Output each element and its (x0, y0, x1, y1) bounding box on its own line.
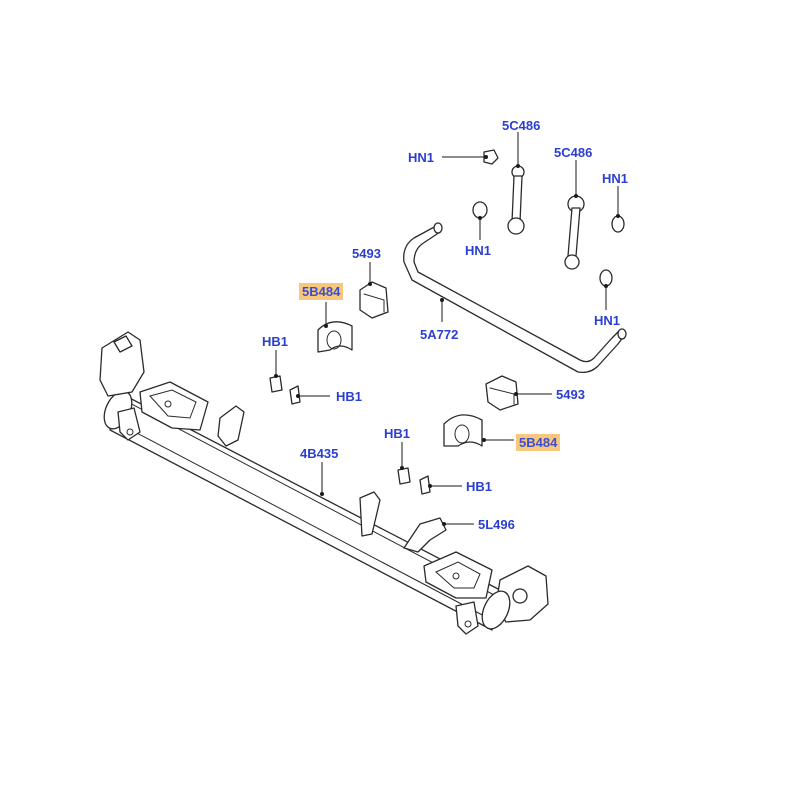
label-hn1-top: HN1 (408, 150, 435, 165)
bolt-HB1-left-top (269, 375, 283, 393)
nut-HN1-top (483, 149, 499, 165)
bushing-5B484-upper (317, 321, 353, 353)
label-5493-upper: 5493 (352, 246, 381, 261)
label-hb1-mid-side: HB1 (466, 479, 493, 494)
nut-HN1-mid (472, 201, 488, 219)
leader-lines (274, 132, 620, 526)
bracket-5493-upper (359, 281, 389, 319)
stabilizer-bar-5A772 (403, 222, 627, 374)
strap-5L496 (403, 517, 447, 553)
link-5C486-right (564, 195, 585, 270)
label-5c486-b: 5C486 (554, 145, 593, 160)
label-hb1-left-side: HB1 (336, 389, 363, 404)
label-5b484-upper: 5B484 (299, 283, 344, 300)
crossmember-4B435 (99, 331, 549, 635)
label-hn1-lower: HN1 (594, 313, 621, 328)
link-5C486-left (507, 165, 525, 235)
bolt-HB1-mid-side (419, 475, 431, 495)
label-hb1-left-top: HB1 (262, 334, 289, 349)
label-5c486-a: 5C486 (502, 118, 541, 133)
nut-HN1-lower (599, 269, 613, 287)
bolt-HB1-mid-top (397, 467, 411, 485)
nut-HN1-right (611, 215, 625, 233)
label-5493-lower: 5493 (556, 387, 585, 402)
label-hn1-right: HN1 (602, 171, 629, 186)
bracket-5493-lower (485, 375, 519, 411)
bolt-HB1-left-side (289, 385, 301, 405)
bushing-5B484-lower (443, 414, 483, 447)
label-hn1-mid: HN1 (465, 243, 492, 258)
label-5a772: 5A772 (420, 327, 459, 342)
label-4b435: 4B435 (300, 446, 339, 461)
label-hb1-mid-top: HB1 (384, 426, 411, 441)
label-5b484-lower: 5B484 (516, 434, 561, 451)
label-5l496: 5L496 (478, 517, 515, 532)
